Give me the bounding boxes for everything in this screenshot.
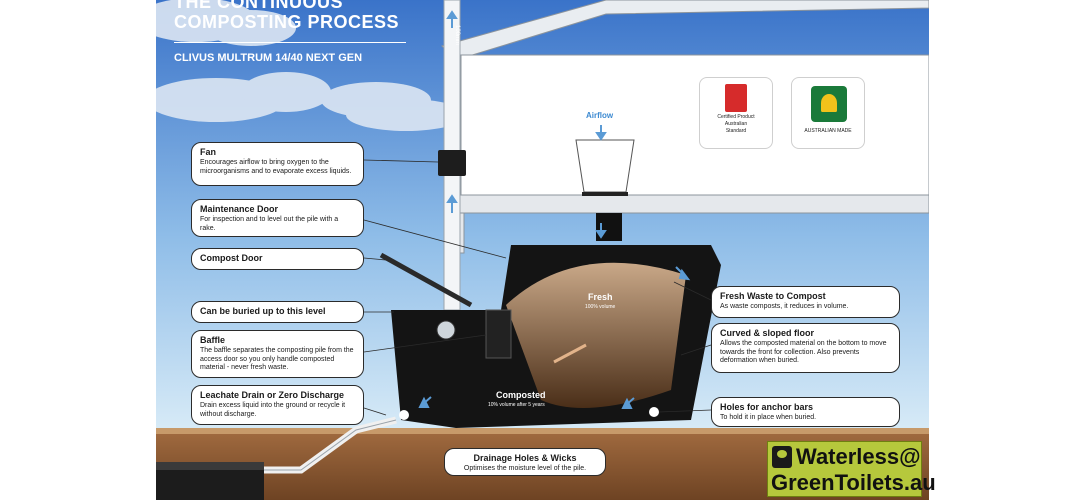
callout-fan: Fan Encourages airflow to bring oxygen t… [191, 142, 364, 186]
callout-curved-floor-heading: Curved & sloped floor [720, 328, 815, 338]
callout-fresh-waste: Fresh Waste to Compost As waste composts… [711, 286, 900, 318]
callout-drainage: Drainage Holes & Wicks Optimises the moi… [444, 448, 606, 476]
callout-compost-door-heading: Compost Door [200, 253, 263, 263]
callout-baffle-desc: The baffle separates the composting pile… [200, 347, 354, 371]
callout-compost-door: Compost Door [191, 248, 364, 270]
diagram-canvas: 100mm Airflow Fresh 100% volume Composte… [156, 0, 929, 500]
australian-made-badge: AUSTRALIAN MADE [791, 77, 865, 149]
title-line-2: COMPOSTING PROCESS [174, 12, 400, 32]
composted-sub-label: 10% volume after 5 years [488, 402, 545, 408]
callout-maintenance-heading: Maintenance Door [200, 204, 279, 214]
ground-surface [156, 428, 929, 434]
composted-label: Composted [496, 390, 546, 400]
title-rule [174, 42, 406, 43]
callout-fan-desc: Encourages airflow to bring oxygen to th… [200, 159, 352, 175]
callout-fan-heading: Fan [200, 147, 217, 157]
australian-made-logo [811, 86, 847, 122]
callout-fresh-waste-heading: Fresh Waste to Compost [720, 291, 826, 301]
title-line-1: THE CONTINUOUS [174, 0, 343, 12]
toilet-icon [772, 446, 792, 468]
callout-baffle: Baffle The baffle separates the composti… [191, 330, 364, 378]
callout-buried-heading: Can be buried up to this level [200, 306, 326, 316]
callout-anchor-bars: Holes for anchor bars To hold it in plac… [711, 397, 900, 427]
pipe-label: 100mm [454, 25, 460, 45]
subtitle: CLIVUS MULTRUM 14/40 NEXT GEN [174, 52, 363, 64]
composting-tank [379, 245, 721, 428]
certified-product-text-1: Certified Product [717, 114, 755, 120]
fresh-label: Fresh [588, 292, 613, 302]
leachate-drain [156, 416, 397, 500]
callout-maintenance-door: Maintenance Door For inspection and to l… [191, 199, 364, 237]
callout-anchor-heading: Holes for anchor bars [720, 402, 814, 412]
callout-leachate-heading: Leachate Drain or Zero Discharge [200, 390, 345, 400]
airflow-arrows [418, 10, 691, 409]
callout-baffle-heading: Baffle [200, 335, 226, 345]
callout-curved-floor-desc: Allows the composted material on the bot… [720, 340, 887, 364]
callout-drainage-desc: Optimises the moisture level of the pile… [463, 465, 587, 472]
callout-leachate-desc: Drain excess liquid into the ground or r… [200, 402, 346, 418]
certified-product-logo [725, 84, 747, 112]
fresh-sub-label: 100% volume [585, 304, 616, 310]
callout-maintenance-desc: For inspection and to level out the pile… [200, 216, 339, 232]
certified-product-text-2: Australian [724, 121, 748, 127]
australian-made-text: AUSTRALIAN MADE [804, 128, 852, 134]
callout-anchor-desc: To hold it in place when buried. [720, 414, 817, 421]
brand-line-1: Waterless@ [796, 444, 921, 469]
callout-fresh-waste-desc: As waste composts, it reduces in volume. [720, 303, 849, 310]
certified-product-text-3: Standard [725, 128, 747, 134]
kangaroo-icon [821, 94, 837, 112]
callout-drainage-heading: Drainage Holes & Wicks [473, 453, 577, 463]
callout-buried-level: Can be buried up to this level [191, 301, 364, 323]
brand-line-2: GreenToilets.au [771, 470, 936, 495]
leader-lines [363, 159, 712, 416]
clouds [156, 0, 466, 131]
certified-product-badge: Certified Product Australian Standard [699, 77, 773, 149]
brand-watermark: Waterless@ GreenToilets.au [767, 441, 936, 497]
airflow-label: Airflow [586, 111, 614, 120]
callout-curved-floor: Curved & sloped floor Allows the compost… [711, 323, 900, 373]
callout-leachate: Leachate Drain or Zero Discharge Drain e… [191, 385, 364, 425]
